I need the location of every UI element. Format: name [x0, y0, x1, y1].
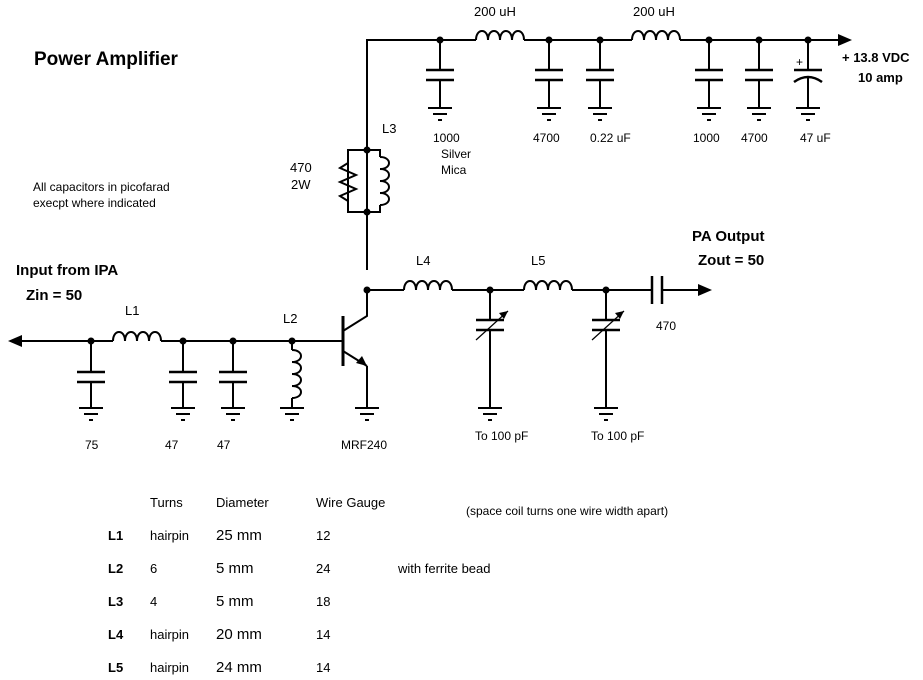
row-diameter: 20 mm [216, 626, 262, 643]
row-gauge: 14 [316, 627, 330, 642]
supply-cap-1000-b [693, 40, 725, 121]
trimmer-1-label: To 100 pF [475, 429, 528, 443]
row-extra: with ferrite bead [397, 561, 491, 576]
row-diameter: 25 mm [216, 527, 262, 544]
supply-current: 10 amp [858, 70, 903, 85]
choke-1-label: 200 uH [474, 4, 516, 19]
supply-cap-4-label: 1000 [693, 131, 720, 145]
l1-label: L1 [125, 303, 139, 318]
input-cap-75 [75, 341, 107, 421]
table-row: L4 hairpin 20 mm 14 [108, 626, 330, 643]
input-cap-1-label: 75 [85, 438, 99, 452]
supply-cap-3-label: 0.22 uF [590, 131, 631, 145]
svg-text:+: + [796, 55, 803, 69]
table-row: L2 6 5 mm 24 with ferrite bead [108, 560, 491, 577]
coupling-cap-label: 470 [656, 319, 676, 333]
resistor-value: 470 [290, 160, 312, 175]
row-turns: hairpin [150, 660, 189, 675]
col-header-gauge: Wire Gauge [316, 495, 385, 510]
l2-label: L2 [283, 311, 297, 326]
coil-table: Turns Diameter Wire Gauge (space coil tu… [108, 495, 668, 676]
diagram-title: Power Amplifier [34, 49, 179, 70]
collector-network: L3 470 2W [290, 121, 396, 213]
row-turns: 4 [150, 594, 157, 609]
col-header-diameter: Diameter [216, 495, 269, 510]
supply-cap-0-22uf [584, 40, 616, 121]
input-cap-2-label: 47 [165, 438, 179, 452]
input-network: Input from IPA Zin = 50 L1 L2 75 47 [8, 262, 331, 452]
silver-label: Silver [441, 147, 471, 161]
output-network: L4 L5 PA Output Zout = 50 470 To 100 pF … [367, 228, 764, 443]
output-arrow-icon [698, 284, 712, 296]
col-header-turns: Turns [150, 495, 183, 510]
l3-label: L3 [382, 121, 396, 136]
mica-label: Mica [441, 163, 467, 177]
note-line-1: All capacitors in picofarad [33, 180, 170, 194]
choke-2 [631, 30, 681, 41]
supply-cap-6-label: 47 uF [800, 131, 831, 145]
l5-label: L5 [531, 253, 545, 268]
resistor-470 [337, 158, 359, 206]
trimmer-cap-1 [475, 290, 509, 421]
note-line-2: execpt where indicated [33, 196, 156, 210]
l4-label: L4 [416, 253, 430, 268]
row-diameter: 24 mm [216, 659, 262, 676]
row-name: L5 [108, 660, 123, 675]
transistor-label: MRF240 [341, 438, 387, 452]
transistor-mrf240: MRF240 [331, 290, 387, 452]
row-gauge: 12 [316, 528, 330, 543]
input-cap-47 [167, 341, 199, 421]
choke-1 [475, 30, 525, 41]
row-gauge: 14 [316, 660, 330, 675]
supply-cap-1-label: 1000 [433, 131, 460, 145]
output-title: PA Output [692, 228, 764, 245]
table-row: L3 4 5 mm 18 [108, 593, 330, 610]
row-turns: hairpin [150, 627, 189, 642]
trimmer-cap-2 [591, 290, 625, 421]
row-diameter: 5 mm [216, 560, 254, 577]
supply-cap-4700 [533, 40, 565, 121]
supply-cap-4700-b [743, 40, 775, 121]
input-arrow-icon [8, 335, 22, 347]
trimmer-2-label: To 100 pF [591, 429, 644, 443]
supply-cap-5-label: 4700 [741, 131, 768, 145]
supply-cap-2-label: 4700 [533, 131, 560, 145]
input-cap-47-b [217, 341, 249, 421]
supply-cap-1000 [424, 40, 456, 121]
row-name: L4 [108, 627, 124, 642]
supply-cap-electrolytic: + [793, 40, 823, 121]
row-turns: hairpin [150, 528, 189, 543]
output-impedance: Zout = 50 [698, 252, 764, 269]
table-row: L5 hairpin 24 mm 14 [108, 659, 330, 676]
table-note: (space coil turns one wire width apart) [466, 504, 668, 518]
input-impedance: Zin = 50 [26, 287, 82, 304]
input-title: Input from IPA [16, 262, 118, 279]
emitter-arrow-icon [356, 356, 367, 366]
row-gauge: 18 [316, 594, 330, 609]
choke-2-label: 200 uH [633, 4, 675, 19]
resistor-power: 2W [291, 177, 311, 192]
supply-rail: 200 uH 200 uH + 13.8 VDC 10 amp [363, 4, 910, 294]
row-name: L2 [108, 561, 123, 576]
row-diameter: 5 mm [216, 593, 254, 610]
row-name: L3 [108, 594, 123, 609]
row-name: L1 [108, 528, 123, 543]
l2-coil [279, 341, 305, 421]
supply-arrow-icon [838, 34, 852, 46]
input-cap-3-label: 47 [217, 438, 231, 452]
row-gauge: 24 [316, 561, 330, 576]
supply-voltage: + 13.8 VDC [842, 50, 910, 65]
table-row: L1 hairpin 25 mm 12 [108, 527, 330, 544]
row-turns: 6 [150, 561, 157, 576]
